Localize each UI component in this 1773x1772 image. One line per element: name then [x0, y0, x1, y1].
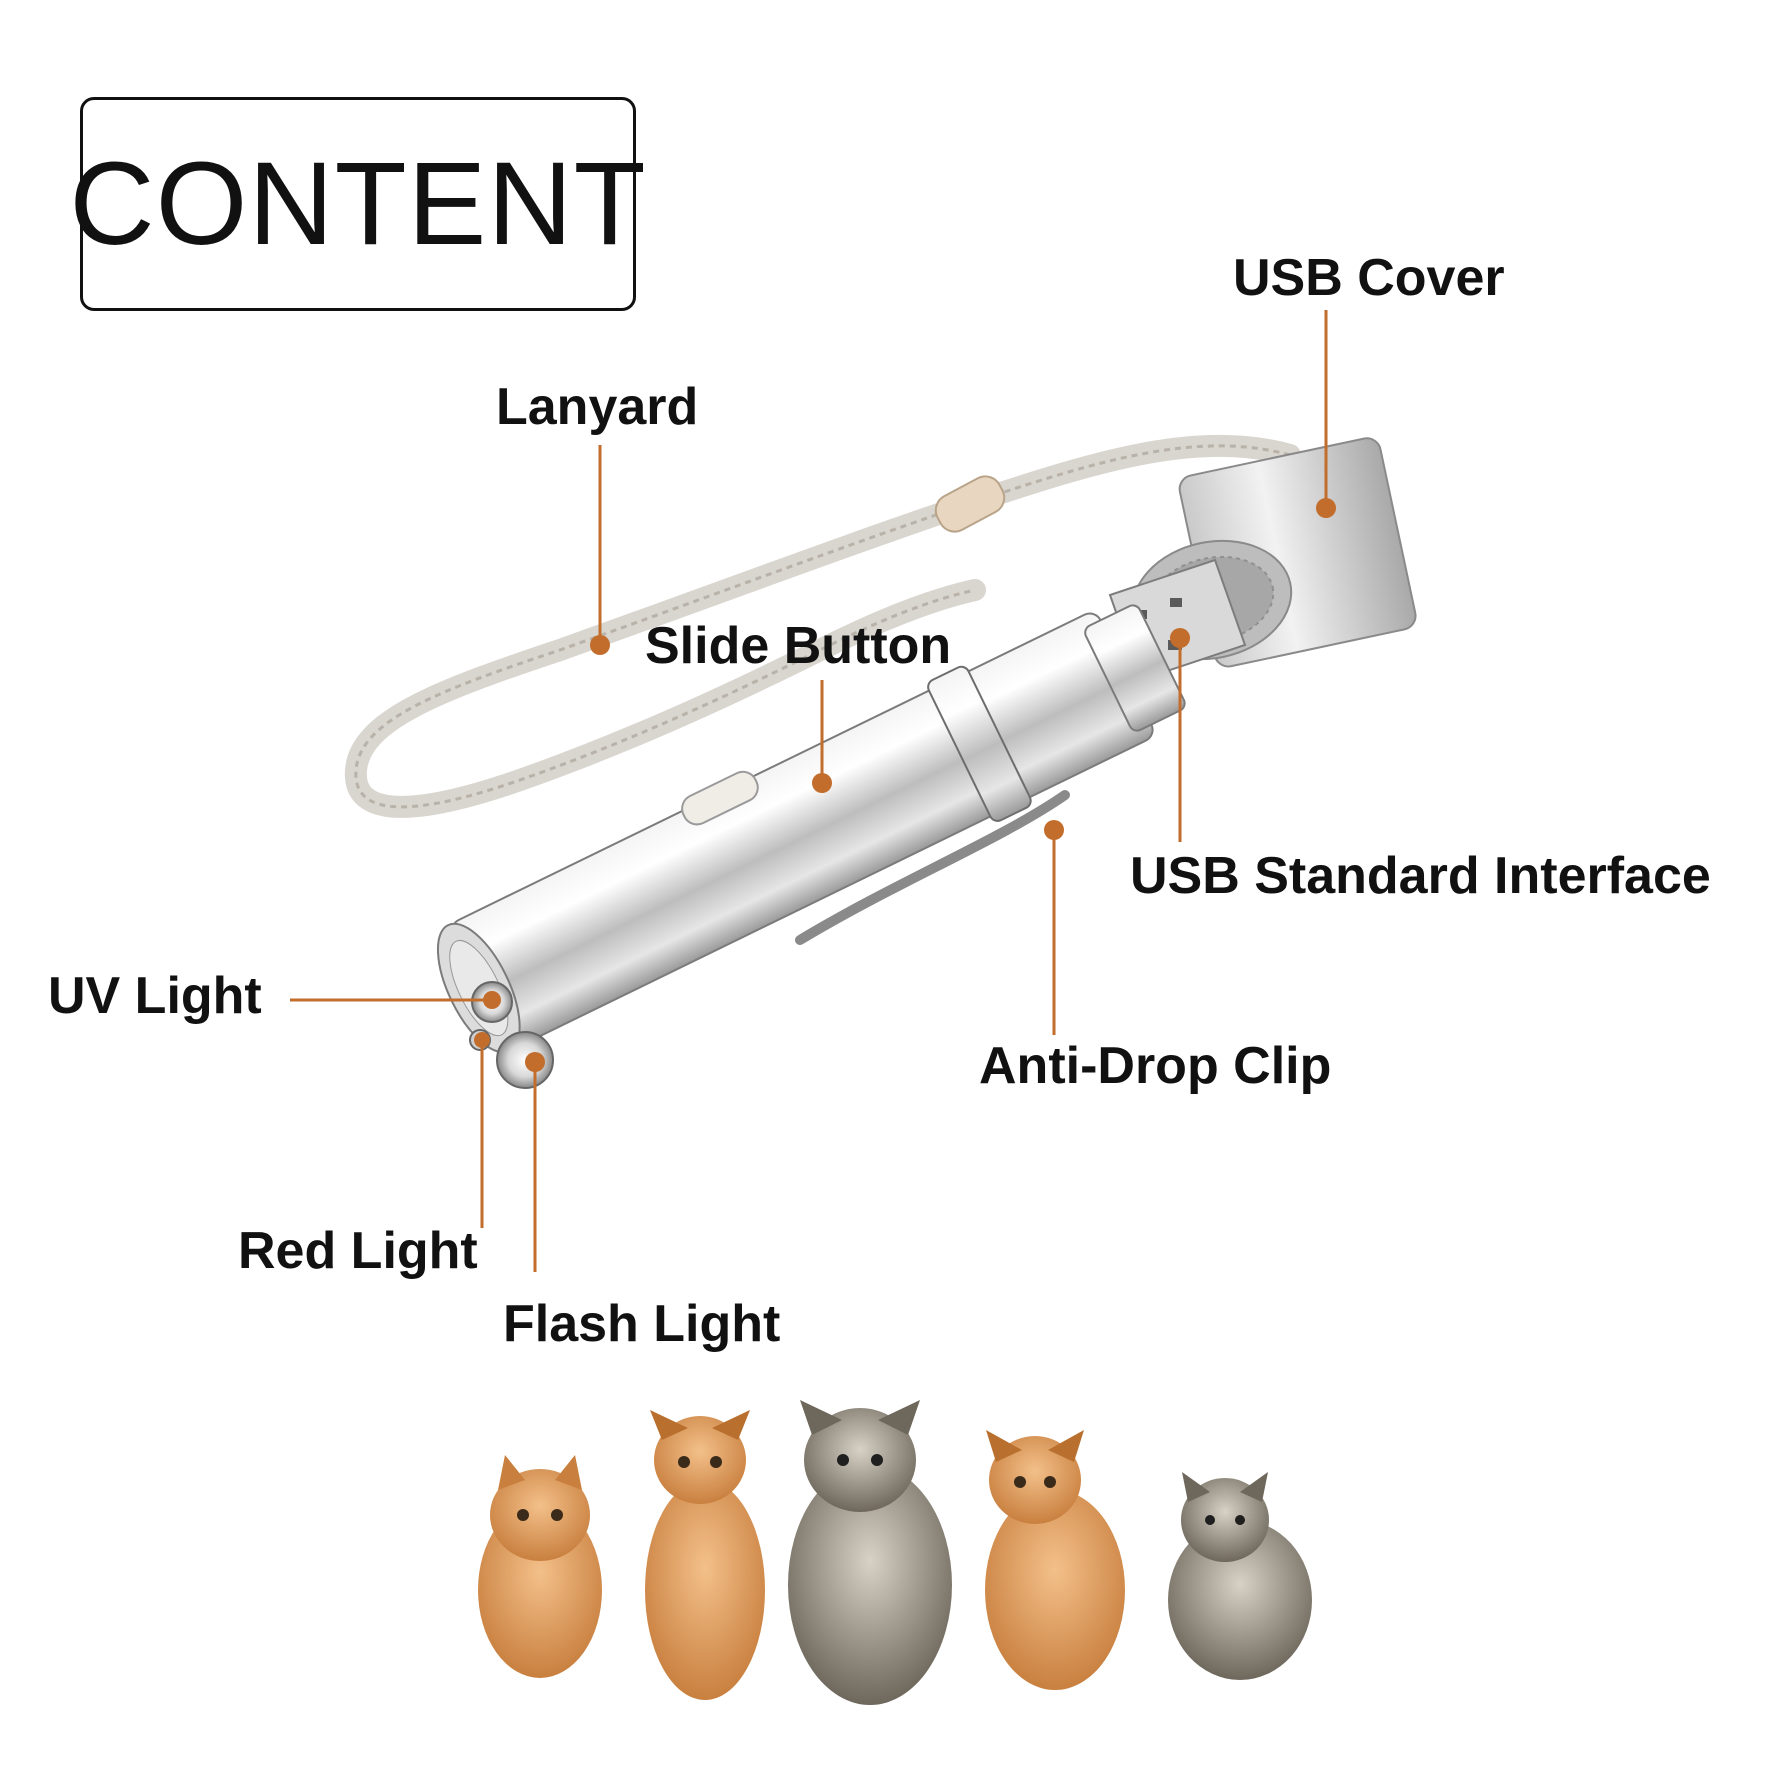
slide-button-label: Slide Button	[645, 617, 952, 675]
cat-abyssinian-standing-icon	[645, 1410, 765, 1700]
cats-row	[478, 1400, 1312, 1705]
cat-abyssinian-sitting-icon	[985, 1430, 1125, 1690]
lanyard-cord	[344, 434, 1301, 818]
lanyard-bead	[934, 475, 1006, 533]
usb-cover-label: USB Cover	[1233, 249, 1505, 307]
kitten-orange-icon	[478, 1455, 602, 1678]
red-light-label: Red Light	[238, 1222, 478, 1280]
anti-drop-clip	[795, 790, 1070, 945]
lanyard-label: Lanyard	[496, 378, 699, 436]
uv-light-label: UV Light	[48, 967, 262, 1025]
flash-light-lens	[496, 1031, 554, 1089]
slide-button	[681, 770, 759, 826]
clip-band	[927, 665, 1032, 822]
anti-drop-clip-label: Anti-Drop Clip	[979, 1037, 1332, 1095]
usb-interface-label: USB Standard Interface	[1130, 847, 1711, 905]
content-title-box: CONTENT	[69, 97, 646, 311]
callout-lines	[290, 310, 1336, 1272]
kitten-tabby-fluffy-icon	[788, 1400, 952, 1705]
content-title: CONTENT	[69, 138, 647, 270]
flash-light-label: Flash Light	[503, 1295, 781, 1353]
kitten-grey-tabby-icon	[1168, 1472, 1312, 1680]
